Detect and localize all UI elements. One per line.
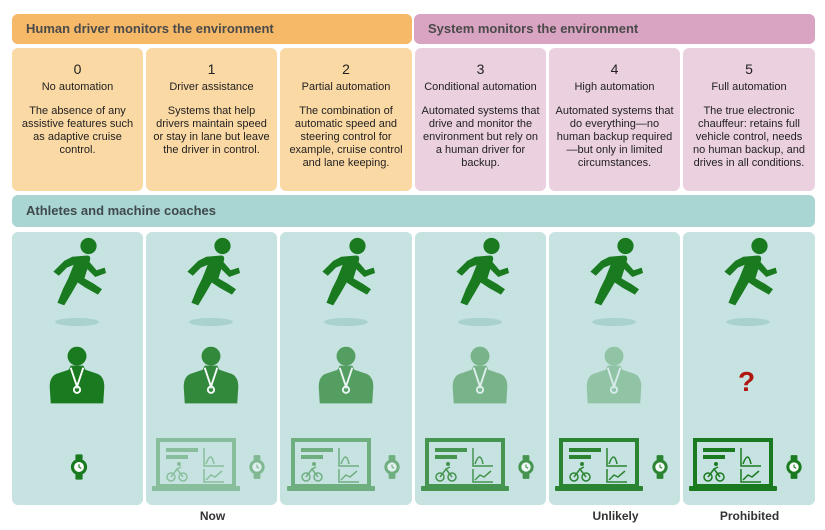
level-number: 5 — [745, 61, 753, 77]
athletes-header: Athletes and machine coaches — [12, 195, 815, 227]
level-name: Partial automation — [301, 81, 391, 93]
level-name: Conditional automation — [424, 81, 537, 93]
athlete-column-4 — [549, 232, 680, 505]
athlete-column-1 — [146, 232, 277, 505]
level-1-card: 1 Driver assistance Systems that help dr… — [146, 48, 277, 191]
level-description: Automated systems that do everything—no … — [555, 105, 674, 169]
level-4-card: 4 High automation Automated systems that… — [549, 48, 680, 191]
level-name: Full automation — [711, 81, 787, 93]
level-number: 0 — [73, 61, 82, 77]
system-monitors-header: System monitors the environment — [414, 14, 815, 44]
athlete-column-2 — [280, 232, 412, 505]
level-0-card: 0 No automation The absence of any assis… — [12, 48, 143, 191]
level-description: The true electronic chauffeur: retains f… — [693, 105, 805, 169]
level-2-card: 2 Partial automation The combination of … — [280, 48, 412, 191]
level-description: The absence of any assistive features su… — [21, 105, 134, 156]
level-5-card: 5 Full automation The true electronic ch… — [683, 48, 815, 191]
level-name: No automation — [41, 81, 114, 93]
level-number: 3 — [476, 61, 485, 77]
athlete-column-0 — [12, 232, 143, 505]
label-now: Now — [199, 509, 226, 523]
level-description: Automated systems that drive and monitor… — [421, 105, 540, 169]
level-description: The combination of automatic speed and s… — [289, 105, 403, 169]
level-number: 1 — [207, 61, 216, 77]
level-3-card: 3 Conditional automation Automated syste… — [415, 48, 546, 191]
level-description: Systems that help drivers maintain speed… — [153, 105, 270, 156]
label-prohibited: Prohibited — [719, 509, 780, 523]
level-number: 2 — [342, 61, 350, 77]
level-name: High automation — [574, 81, 655, 93]
level-name: Driver assistance — [169, 81, 254, 93]
athlete-column-3 — [415, 232, 546, 505]
human-monitors-header: Human driver monitors the environment — [12, 14, 412, 44]
level-number: 4 — [610, 61, 619, 77]
label-unlikely: Unlikely — [592, 509, 639, 523]
question-mark-icon: ? — [738, 366, 756, 397]
